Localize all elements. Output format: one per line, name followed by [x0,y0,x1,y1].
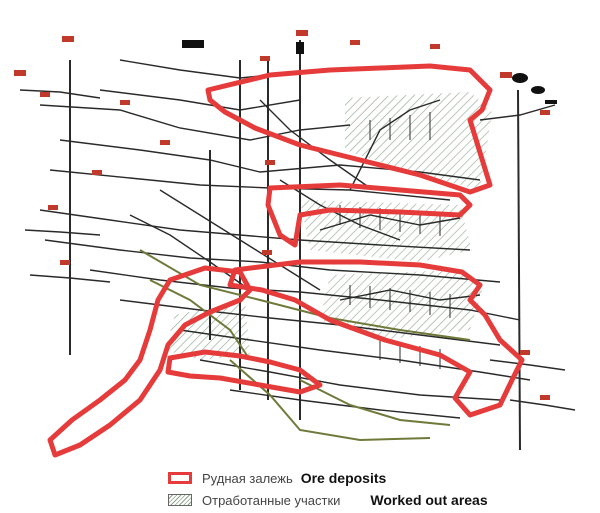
worked-out-area-lower-left [165,300,250,360]
level-markers [14,30,550,400]
legend-ore-deposits: Рудная залежь Ore deposits [168,467,588,489]
ore-deposit-swatch-icon [168,472,192,484]
worked-out-swatch-icon [168,494,192,506]
legend-ore-ru: Рудная залежь [202,470,293,486]
legend-worked-ru: Отработанные участки [202,492,341,508]
ore-deposits [47,63,525,458]
mine-workings-diagram [14,30,576,458]
legend-worked-out: Отработанные участки Worked out areas [168,489,588,511]
legend-worked-en: Worked out areas [370,492,488,508]
ore-deposit-middle [265,182,473,248]
legend-ore-en: Ore deposits [300,470,387,486]
ore-deposit-left [47,265,253,458]
ore-deposit-lower-left [165,349,323,395]
haulage-roads [139,249,471,442]
stopes [339,112,451,369]
ore-deposit-lower [227,259,525,418]
headframes [182,40,557,104]
ore-deposit-upper [205,63,493,195]
worked-out-area-upper [345,92,492,190]
shaft-right [517,89,521,451]
